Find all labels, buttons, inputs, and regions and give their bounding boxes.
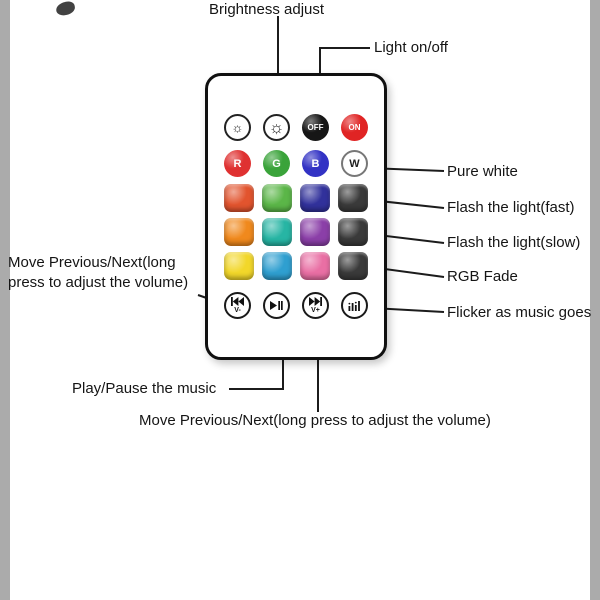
on-button[interactable]: ON (341, 114, 368, 141)
color-button-sky-blue[interactable] (262, 252, 292, 280)
brightness-adjust-label: Brightness adjust (209, 1, 325, 18)
previous-volume-down-button[interactable]: V- (224, 292, 251, 319)
music-flicker-button[interactable] (341, 292, 368, 319)
color-row-2 (224, 218, 368, 246)
rgb-fade-button[interactable] (338, 252, 368, 280)
pure-white-label: Pure white (447, 163, 518, 180)
color-button-dark-blue[interactable] (300, 184, 330, 212)
color-row-3 (224, 252, 368, 280)
flash-fast-button[interactable] (338, 184, 368, 212)
brightness-down-icon: ☼ (231, 120, 244, 135)
blue-button-label: B (311, 157, 320, 170)
play-pause-icon (270, 301, 283, 310)
brightness-down-button[interactable]: ☼ (224, 114, 251, 141)
media-control-row: V- V+ (224, 292, 368, 319)
brightness-up-icon: ☼ (268, 118, 285, 137)
next-volume-up-button[interactable]: V+ (302, 292, 329, 319)
remote-control: ☼ ☼ OFF ON R G B W (205, 73, 387, 360)
color-button-teal[interactable] (262, 218, 292, 246)
green-button[interactable]: G (263, 150, 290, 177)
flash-slow-button[interactable] (338, 218, 368, 246)
flash-slow-label: Flash the light(slow) (447, 234, 581, 251)
color-button-purple[interactable] (300, 218, 330, 246)
skip-next-icon (309, 297, 322, 306)
rgbw-row: R G B W (224, 150, 368, 177)
photo-artifact (54, 0, 77, 17)
brightness-up-button[interactable]: ☼ (263, 114, 290, 141)
play-pause-button[interactable] (263, 292, 290, 319)
volume-down-label: V- (234, 307, 241, 314)
red-button-label: R (233, 157, 242, 170)
off-button[interactable]: OFF (302, 114, 329, 141)
color-button-yellow[interactable] (224, 252, 254, 280)
move-bottom-label: Move Previous/Next(long press to adjust … (139, 412, 491, 429)
power-row: ☼ ☼ OFF ON (224, 114, 368, 141)
equalizer-icon (348, 301, 360, 311)
volume-up-label: V+ (311, 307, 320, 314)
green-button-label: G (272, 157, 281, 170)
blue-button[interactable]: B (302, 150, 329, 177)
off-button-label: OFF (307, 123, 324, 132)
color-button-light-green[interactable] (262, 184, 292, 212)
right-gray-bar (590, 0, 600, 600)
color-button-red-orange[interactable] (224, 184, 254, 212)
color-row-1 (224, 184, 368, 212)
move-left-label-line2: press to adjust the volume) (8, 274, 189, 291)
color-button-pink[interactable] (300, 252, 330, 280)
white-button-label: W (349, 157, 360, 170)
on-button-label: ON (348, 123, 361, 132)
rgb-fade-label: RGB Fade (447, 268, 518, 285)
flicker-label: Flicker as music goes (447, 304, 592, 321)
light-onoff-label: Light on/off (374, 39, 448, 56)
pure-white-button[interactable]: W (341, 150, 368, 177)
skip-previous-icon (231, 297, 244, 306)
flash-fast-label: Flash the light(fast) (447, 199, 575, 216)
play-pause-label: Play/Pause the music (72, 380, 217, 397)
color-button-orange[interactable] (224, 218, 254, 246)
move-left-label-line1: Move Previous/Next(long (8, 254, 176, 271)
left-gray-bar (0, 0, 10, 600)
red-button[interactable]: R (224, 150, 251, 177)
